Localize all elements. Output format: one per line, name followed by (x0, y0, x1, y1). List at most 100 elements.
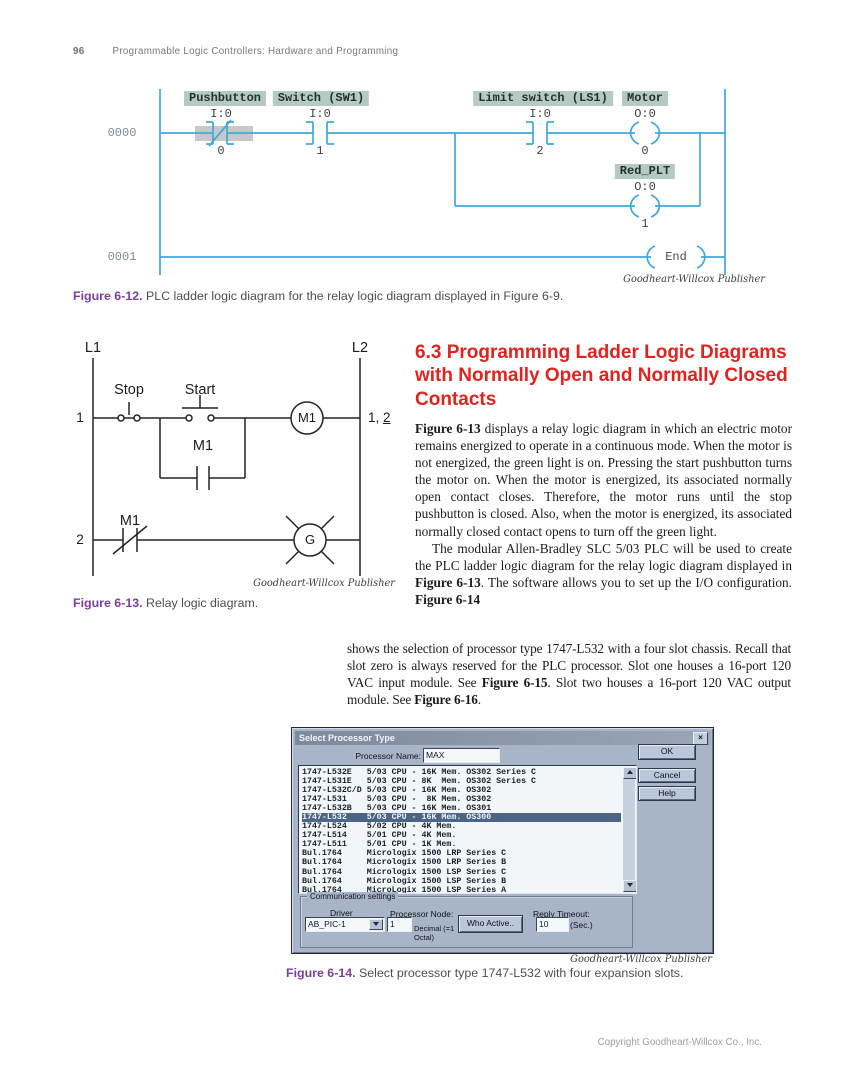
body-text-column: Figure 6-13 displays a relay logic diagr… (415, 420, 792, 608)
publisher-credit: Goodheart-Willcox Publisher (253, 578, 395, 589)
rung-1-number: 1 (76, 410, 84, 425)
bit-number: 0 (641, 144, 649, 158)
communication-settings-group: Communication settings Driver AB_PIC-1 P… (300, 892, 633, 948)
figure-6-12-ladder-diagram: 0000 0001 Pushbutton I:0 0 Switch (SW1) … (75, 85, 767, 287)
page-number: 96 (73, 46, 85, 57)
figure-caption: Figure 6-14. Select processor type 1747-… (286, 966, 684, 980)
processor-list-item[interactable]: Bul.1764 Micrologix 1500 LSP Series B (302, 876, 507, 886)
section-heading: 6.3 Programming Ladder Logic Diagrams wi… (415, 342, 788, 410)
processor-name-input[interactable]: MAX (423, 748, 500, 763)
figure-6-13-relay-diagram: L1 L2 1 2 Stop Start M1 M1 M1 G 1, 2 (75, 332, 405, 594)
group-label: Communication settings (307, 892, 399, 902)
timeout-unit-label: (Sec.) (570, 920, 593, 930)
processor-list[interactable]: 1747-L532E 5/03 CPU - 16K Mem. OS302 Ser… (298, 765, 637, 894)
dialog-title: Select Processor Type (299, 733, 395, 743)
processor-list-item[interactable]: Bul.1764 Micrologix 1500 LRP Series B (302, 858, 507, 868)
scrollbar-up-icon[interactable] (623, 767, 636, 779)
wire-reference: 1, 2 (368, 410, 391, 425)
end-coil (646, 245, 706, 269)
address: O:0 (634, 107, 656, 121)
tag-label-limit-switch: Limit switch (LS1) (473, 91, 613, 106)
address: O:0 (634, 180, 656, 194)
dropdown-arrow-icon[interactable] (369, 919, 383, 930)
processor-node-input[interactable]: 1 (387, 917, 412, 932)
processor-node-label: Processor Node: (390, 909, 454, 919)
processor-list-item[interactable]: 1747-L511 5/01 CPU - 1K Mem. (302, 840, 457, 850)
close-icon[interactable]: × (693, 732, 708, 745)
paragraph: The modular Allen-Bradley SLC 5/03 PLC w… (415, 540, 793, 607)
nc-contact-pushbutton (206, 119, 234, 147)
tag-label-motor: Motor (621, 91, 669, 106)
running-head-title: Programmable Logic Controllers: Hardware… (112, 46, 399, 57)
rail-label-l1: L1 (84, 340, 102, 356)
bit-number: 1 (641, 217, 649, 231)
ok-button[interactable]: OK (638, 744, 696, 760)
processor-list-rows: 1747-L532E 5/03 CPU - 16K Mem. OS302 Ser… (302, 768, 621, 894)
lamp-label: G (304, 532, 316, 547)
no-contact-limit-switch (526, 121, 554, 145)
node-hint-line1: Decimal (=1 (414, 924, 455, 933)
processor-list-item[interactable]: Bul.1764 Micrologix 1500 LRP Series C (302, 849, 507, 859)
scrollbar[interactable] (623, 767, 636, 892)
start-label: Start (184, 382, 216, 398)
seal-contact-label: M1 (192, 438, 214, 454)
red-plt-coil (629, 194, 661, 218)
address: I:0 (210, 107, 232, 121)
driver-dropdown[interactable]: AB_PIC-1 (305, 917, 385, 932)
ladder-lines (159, 89, 726, 275)
processor-list-item[interactable]: 1747-L524 5/02 CPU - 4K Mem. (302, 822, 457, 832)
processor-list-item[interactable]: 1747-L532B 5/03 CPU - 16K Mem. OS301 (302, 804, 492, 814)
rail-label-l2: L2 (351, 340, 369, 356)
processor-list-item[interactable]: Bul.1764 Micrologix 1500 LSP Series C (302, 867, 507, 877)
body-text-fullwidth: shows the selection of processor type 17… (347, 640, 791, 708)
who-active-button[interactable]: Who Active.. (458, 915, 523, 933)
processor-list-item[interactable]: 1747-L531E 5/03 CPU - 8K Mem. OS302 Seri… (302, 777, 537, 787)
processor-list-item-selected[interactable]: 1747-L532 5/03 CPU - 16K Mem. OS300 (302, 813, 621, 823)
green-lamp-symbol (285, 515, 335, 565)
node-hint-line2: Octal) (414, 933, 435, 942)
figure-caption: Figure 6-12. PLC ladder logic diagram fo… (73, 289, 564, 303)
processor-name-label: Processor Name: (355, 751, 421, 761)
end-rung-label: End (665, 250, 687, 264)
figure-caption: Figure 6-13. Relay logic diagram. (73, 596, 259, 610)
scrollbar-down-icon[interactable] (623, 880, 636, 892)
driver-label: Driver (330, 908, 353, 918)
reply-timeout-label: Reply Timeout: (533, 909, 590, 919)
processor-list-item[interactable]: 1747-L531 5/03 CPU - 8K Mem. OS302 (302, 795, 492, 805)
nc-contact-label: M1 (119, 513, 141, 529)
address: I:0 (309, 107, 331, 121)
copyright-footer: Copyright Goodheart-Willcox Co., Inc. (597, 1037, 762, 1048)
rung-number: 0000 (107, 126, 137, 140)
bit-number: 1 (316, 144, 324, 158)
contact-highlight (195, 126, 253, 141)
publisher-credit: Goodheart-Willcox Publisher (570, 954, 712, 965)
tag-label-switch: Switch (SW1) (272, 91, 370, 106)
dialog-title-bar[interactable]: Select Processor Type × (295, 731, 710, 745)
processor-list-item[interactable]: 1747-L532C/D 5/03 CPU - 16K Mem. OS302 (302, 786, 492, 796)
figure-caption-label: Figure 6-14. (286, 966, 356, 980)
tag-label-pushbutton: Pushbutton (183, 91, 267, 106)
address: I:0 (529, 107, 551, 121)
help-button[interactable]: Help (638, 786, 696, 801)
motor-coil (629, 121, 661, 145)
seal-in-branch (159, 418, 246, 490)
figure-caption-label: Figure 6-13. (73, 596, 143, 610)
paragraph: Figure 6-13 displays a relay logic diagr… (415, 421, 792, 539)
rung-number: 0001 (107, 250, 137, 264)
stop-label: Stop (114, 382, 144, 398)
processor-list-item[interactable]: 1747-L514 5/01 CPU - 4K Mem. (302, 831, 457, 841)
relay-lines (92, 358, 361, 576)
cancel-button[interactable]: Cancel (638, 768, 696, 783)
start-pushbutton-symbol (182, 395, 218, 422)
paragraph: shows the selection of processor type 17… (347, 641, 791, 708)
processor-list-item[interactable]: Bul.1764 MicroLogix 1500 LSP Series A (302, 885, 507, 894)
motor-coil-label: M1 (297, 410, 317, 425)
reply-timeout-input[interactable]: 10 (536, 917, 569, 932)
no-contact-switch (306, 121, 334, 145)
processor-list-item[interactable]: 1747-L532E 5/03 CPU - 16K Mem. OS302 Ser… (302, 768, 537, 777)
tag-label-red-plt: Red_PLT (614, 164, 676, 179)
bit-number: 2 (536, 144, 544, 158)
bit-number: 0 (217, 144, 225, 158)
select-processor-type-dialog: Select Processor Type × Processor Name: … (291, 727, 714, 954)
